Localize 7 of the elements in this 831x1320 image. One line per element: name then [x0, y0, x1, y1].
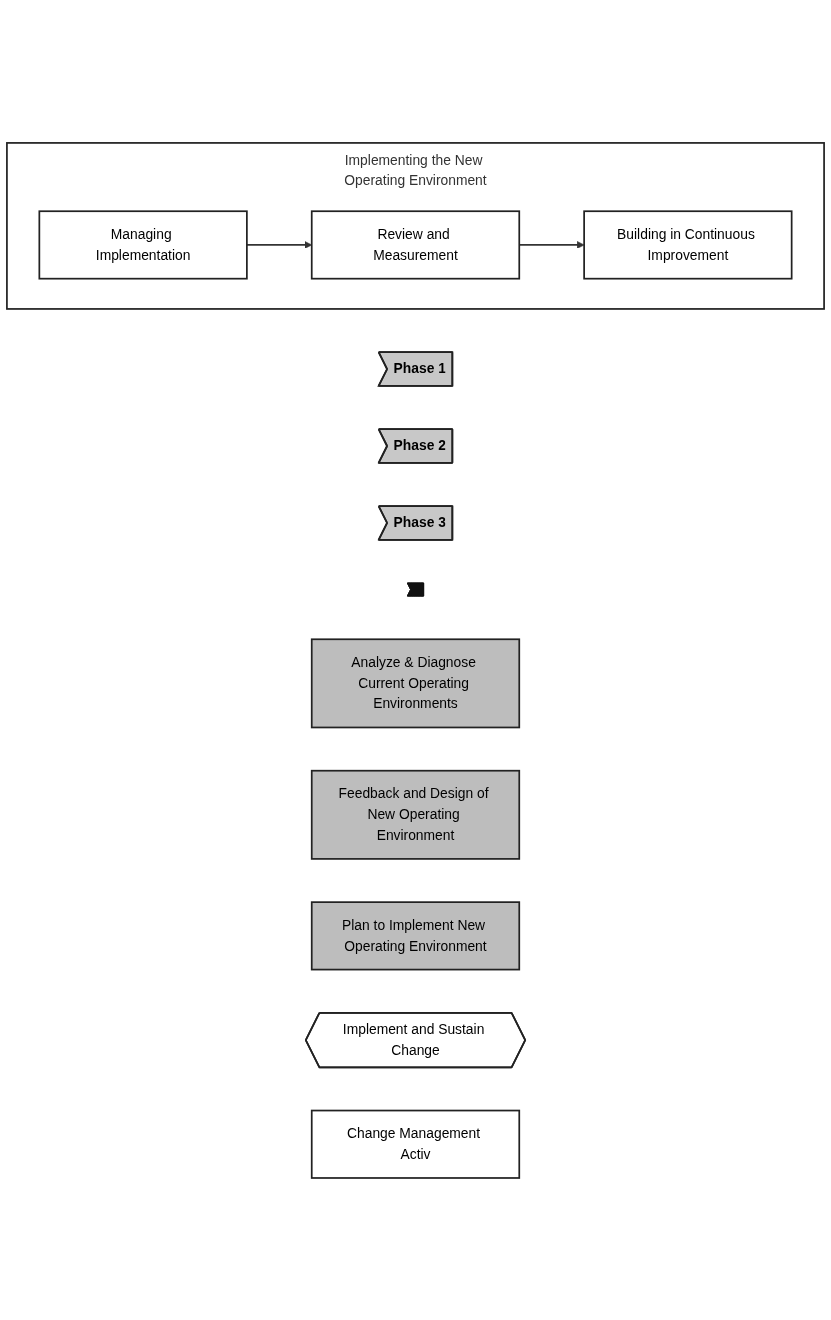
node-box: Feedback and Design of New Operating Environment: [310, 769, 521, 860]
node-box: Managing Implementation: [38, 209, 248, 280]
node-box: Building in Continuous Improvement: [583, 209, 793, 280]
node-box: Change Management Activ: [310, 1109, 521, 1179]
node-box: Plan to Implement New Operating Environment: [310, 900, 521, 970]
node-box: Review and Measurement: [310, 209, 521, 280]
node-box: Analyze & Diagnose Current Operating Environments: [310, 637, 521, 728]
